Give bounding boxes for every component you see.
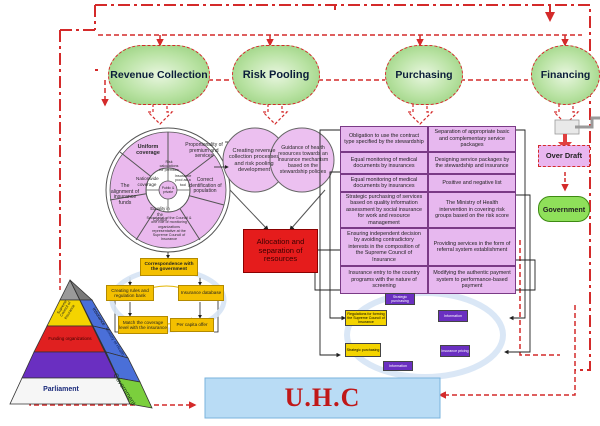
small-box-information: Information xyxy=(438,310,468,322)
wheel-right-top: Proportionality of premium and services xyxy=(185,142,223,160)
table-cell: Modifying the authentic payment system t… xyxy=(428,266,516,294)
circle-right-text: Guidance of health resources towards an … xyxy=(277,145,329,175)
wheel-inner: Public & private xyxy=(161,186,175,194)
small-box-referral: Strategic purchasing xyxy=(345,343,381,357)
pooling-circles xyxy=(222,127,335,231)
wheel-left: The alignment of insurance funds xyxy=(110,183,140,206)
uhc-banner xyxy=(204,377,441,419)
uhc-title: U.H.C xyxy=(284,383,361,412)
pyramid-funding: Funding organizations xyxy=(48,336,92,341)
small-box-strategic-purchasing: Strategic purchasing xyxy=(385,293,415,305)
table-cell: Equal monitoring of medical documents by… xyxy=(340,152,428,174)
small-box-regulations: Regulations for forming the Supreme Coun… xyxy=(345,310,387,326)
small-box-pricing: Insurance pricing xyxy=(440,345,470,357)
government-box: Government xyxy=(538,196,590,222)
wheel-bottom: Secretariat of the Council & one role of… xyxy=(146,216,192,242)
header-risk-pooling: Risk Pooling xyxy=(232,45,320,105)
table-cell: Positive and negative list xyxy=(428,174,516,192)
table-cell: Obligation to use the contract type spec… xyxy=(340,126,428,152)
down-arrows xyxy=(146,99,580,125)
match-box: Match the coverage level with the insura… xyxy=(118,316,168,334)
table-cell: Providing services in the form of referr… xyxy=(428,228,516,266)
database-box: Insurance database xyxy=(178,285,224,301)
header-revenue-collection: Revenue Collection xyxy=(108,45,210,105)
table-cell: Insurance entry to the country programs … xyxy=(340,266,428,294)
table-cell: Ensuring independent decision by avoidin… xyxy=(340,228,428,266)
circle-left-text: Creating revenue collection processes an… xyxy=(228,148,280,174)
allocation-box: Allocation and separation of resources xyxy=(243,229,318,273)
pyramid-parliament: Parliament xyxy=(43,386,79,393)
per-capita-box: Per capita offer xyxy=(170,318,214,332)
correspondence-box: Correspondence with the government xyxy=(140,258,198,276)
header-purchasing: Purchasing xyxy=(385,45,463,105)
small-box-unified: Information xyxy=(383,361,413,371)
wheel-right: Correct identification of population xyxy=(188,177,222,195)
pie-wheel xyxy=(105,127,231,253)
table-cell: The Ministry of Health intervention in c… xyxy=(428,192,516,228)
wheel-center-right: Insurance pool as a tool xyxy=(174,174,192,187)
table-cell: Equal monitoring of medical documents by… xyxy=(340,174,428,192)
table-cell: Strategic purchasing of services based o… xyxy=(340,192,428,228)
header-financing: Financing xyxy=(531,45,600,105)
wheel-bottom-left: Equality in the Council xyxy=(150,206,170,223)
wheel-top: Uniform coverage xyxy=(136,144,160,156)
table-cell: Designing service packages by the stewar… xyxy=(428,152,516,174)
wheel-center-left: Nationwide coverage xyxy=(136,176,159,187)
pyramid xyxy=(9,279,131,405)
overdraft-box: Over Draft xyxy=(538,145,590,167)
financing-pipe xyxy=(554,116,600,192)
purchasing-table: Obligation to use the contract type spec… xyxy=(340,126,516,294)
rules-box: Creating rules and regulation bank xyxy=(106,285,154,301)
wheel-center-top: Risk calculations for premium xyxy=(159,160,179,173)
table-cell: Separation of appropriate basic and comp… xyxy=(428,126,516,152)
outer-frame xyxy=(59,4,591,371)
pyramid-right-face xyxy=(69,279,153,409)
